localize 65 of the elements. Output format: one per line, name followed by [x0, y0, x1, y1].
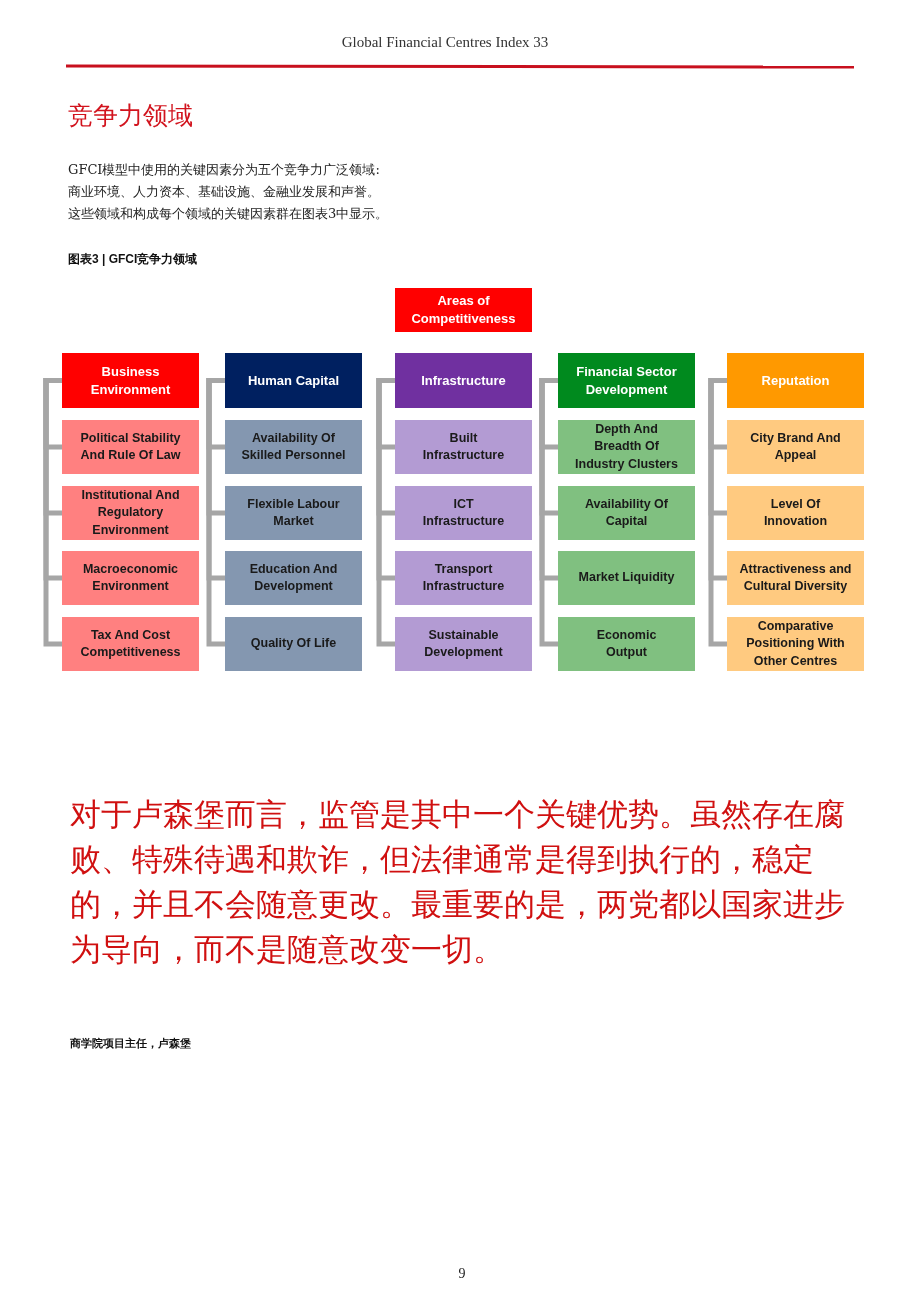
- factor-box: [225, 486, 362, 540]
- pull-quote: 对于卢森堡而言，监管是其中一个关键优势。虽然存在腐败、特殊待遇和欺诈，但法律通常是得到执行的，稳定的，并且不会随意更改。最重要的是，两党都以国家进步为导向，而不是随意改变一切。: [70, 796, 846, 969]
- connector-line: [43, 378, 62, 647]
- intro-paragraph: GFCI模型中使用的关键因素分为五个竞争力广泛领域:商业环境、人力资本、基础设施、金融业发展和声誉。: [68, 161, 381, 201]
- factor-box: [727, 551, 864, 605]
- factor-label: Availability Of Capital: [584, 495, 669, 530]
- factor-label: Comparative Positioning With Other Centres: [745, 618, 846, 670]
- factor-label: Education And Development: [248, 560, 339, 595]
- factor-label: ICT Infrastructure: [421, 495, 506, 530]
- running-header: Global Financial Centres Index 33: [341, 33, 549, 52]
- factor-box: [395, 486, 532, 540]
- category-header-box: [225, 353, 362, 408]
- factor-label: Sustainable Development: [423, 626, 504, 661]
- factor-box: [395, 420, 532, 474]
- figure-title: 图表3 | GFCI竞争力领域: [68, 251, 198, 267]
- factor-label: Economic Output: [595, 626, 658, 661]
- category-header-box: [558, 353, 695, 408]
- factor-box: [558, 551, 695, 605]
- connector-line: [708, 378, 727, 647]
- connector-line: [206, 378, 225, 647]
- connector-line: [376, 378, 395, 647]
- root-label: Areas of Competitiveness: [410, 292, 517, 328]
- category-header-box: [62, 353, 199, 408]
- factor-label: Depth And Breadth Of Industry Clusters: [574, 421, 679, 473]
- factor-box: [558, 617, 695, 671]
- factor-label: Quality Of Life: [250, 635, 337, 653]
- factor-box: [558, 420, 695, 474]
- connector-line: [539, 378, 558, 647]
- factor-label: Built Infrastructure: [421, 429, 506, 464]
- factor-label: Political Stability And Rule Of Law: [79, 429, 182, 464]
- factor-box: [62, 486, 199, 540]
- factor-label: Attractiveness and Cultural Diversity: [738, 560, 853, 595]
- factor-label: Market Liquidity: [578, 569, 675, 587]
- category-label: Financial Sector Development: [575, 362, 678, 399]
- factor-label: Tax And Cost Competitiveness: [79, 626, 182, 661]
- intro-paragraph: 这些领域和构成每个领域的关键因素群在图表3中显示。: [68, 205, 389, 223]
- category-label: Human Capital: [248, 371, 339, 390]
- factor-box: [225, 551, 362, 605]
- category-label: Infrastructure: [421, 371, 506, 390]
- factor-label: City Brand And Appeal: [749, 429, 842, 464]
- factor-label: Transport Infrastructure: [421, 560, 506, 595]
- factor-box: [395, 551, 532, 605]
- factor-box: [62, 617, 199, 671]
- factor-label: Availability Of Skilled Personnel: [240, 429, 347, 464]
- factor-box: [727, 420, 864, 474]
- category-label: Business Environment: [89, 362, 172, 399]
- root-category-box: [395, 288, 532, 332]
- factor-box: [727, 486, 864, 540]
- factor-label: Macroeconomic Environment: [81, 560, 180, 595]
- factor-label: Institutional And Regulatory Environment: [80, 487, 181, 539]
- page-number: 9: [458, 1265, 466, 1283]
- quote-attribution: 商学院项目主任，卢森堡: [70, 1036, 191, 1050]
- category-header-box: [395, 353, 532, 408]
- category-label: Reputation: [761, 371, 830, 390]
- factor-box: [225, 617, 362, 671]
- section-heading: 竞争力领域: [68, 100, 193, 132]
- factor-box: [395, 617, 532, 671]
- factor-box: [558, 486, 695, 540]
- factor-box: [62, 551, 199, 605]
- factor-box: [727, 617, 864, 671]
- factor-box: [62, 420, 199, 474]
- factor-box: [225, 420, 362, 474]
- factor-label: Flexible Labour Market: [246, 495, 341, 530]
- factor-label: Level Of Innovation: [762, 495, 829, 530]
- category-header-box: [727, 353, 864, 408]
